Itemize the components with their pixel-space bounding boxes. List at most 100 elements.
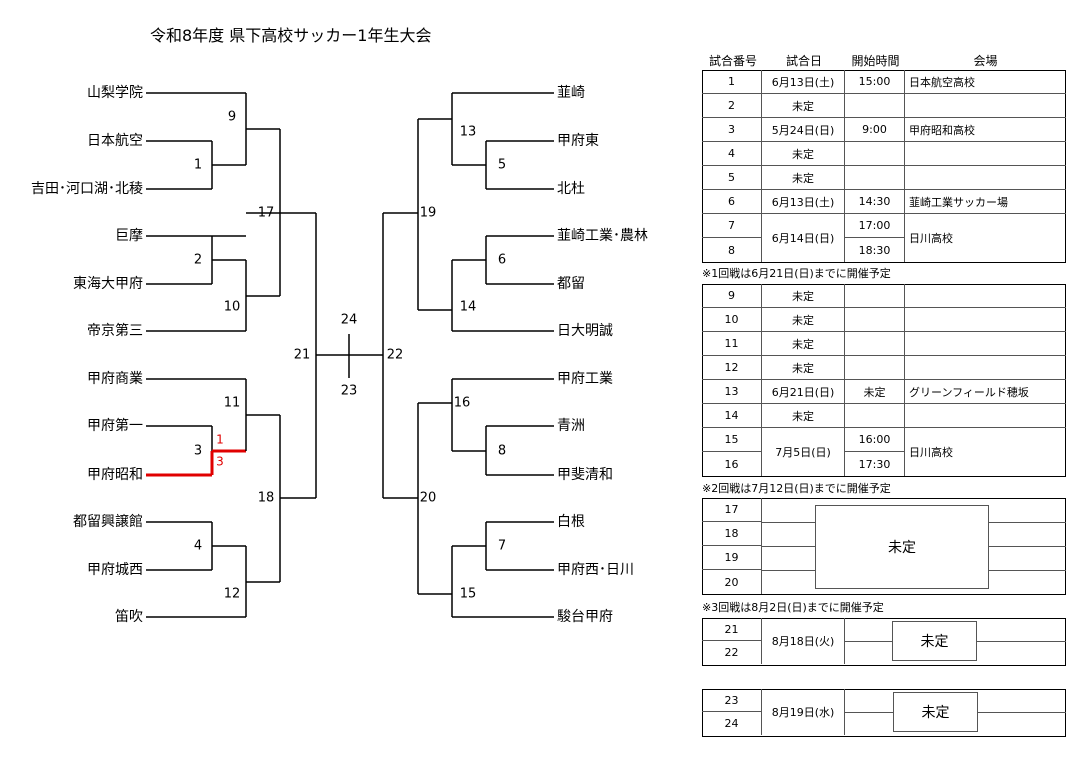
match-number: 5 [498, 158, 506, 173]
match-number: 21 [294, 348, 311, 363]
match-no-cell: 5 [702, 166, 762, 190]
match-no-cell: 19 [702, 546, 762, 570]
page-title: 令和8年度 県下高校サッカー1年生大会 [150, 26, 432, 45]
venue-cell: 甲府昭和高校 [905, 118, 1066, 142]
time-cell: 18:30 [845, 238, 905, 262]
date-cell: 未定 [762, 284, 845, 308]
team-name-right: 韮崎 [557, 85, 585, 101]
match-no-cell: 24 [702, 712, 762, 735]
match-number: 14 [460, 300, 477, 315]
match-number: 1 [194, 158, 202, 173]
schedule-header: 開始時間 [851, 54, 900, 68]
team-name-right: 都留 [557, 276, 585, 292]
time-cell: 17:00 [845, 214, 905, 238]
match-number: 18 [258, 491, 275, 506]
team-name-left: 山梨学院 [87, 85, 143, 101]
match-no-cell: 9 [702, 284, 762, 308]
match-no-cell: 11 [702, 332, 762, 356]
round2-note: ※2回戦は7月12日(日)までに開催予定 [702, 482, 891, 495]
match-no-cell: 4 [702, 142, 762, 166]
venue-cell [905, 308, 1066, 332]
schedule-block [702, 70, 1066, 263]
team-name-left: 甲府城西 [87, 562, 143, 578]
time-cell: 未定 [845, 380, 905, 404]
match-number: 15 [460, 587, 477, 602]
team-name-right: 甲府工業 [557, 371, 613, 387]
match-number: 10 [224, 300, 241, 315]
time-cell: 14:30 [845, 190, 905, 214]
match-number: 2 [194, 253, 202, 268]
team-name-right: 青洲 [557, 418, 585, 434]
match-no-cell: 3 [702, 118, 762, 142]
team-name-left: 笛吹 [115, 609, 143, 625]
team-name-right: 甲府西･日川 [557, 562, 634, 578]
time-cell [845, 284, 905, 308]
venue-cell [905, 356, 1066, 380]
match-no-cell: 12 [702, 356, 762, 380]
match-number: 6 [498, 253, 506, 268]
team-name-right: 白根 [557, 514, 585, 530]
round1-note: ※1回戦は6月21日(日)までに開催予定 [702, 267, 891, 280]
venue-cell [905, 94, 1066, 118]
venue-cell [905, 142, 1066, 166]
match-number: 12 [224, 587, 241, 602]
date-cell: 未定 [762, 308, 845, 332]
match-no-cell: 21 [702, 618, 762, 641]
venue-cell [905, 284, 1066, 308]
date-cell: 未定 [762, 166, 845, 190]
match-no-cell: 22 [702, 641, 762, 664]
tbd-box: 未定 [893, 692, 978, 732]
match-number: 20 [420, 491, 437, 506]
date-cell: 未定 [762, 94, 845, 118]
venue-cell [905, 332, 1066, 356]
match-no-cell: 14 [702, 404, 762, 428]
date-cell: 5月24日(日) [762, 118, 845, 142]
team-name-left: 日本航空 [87, 133, 143, 149]
match-no-cell: 17 [702, 498, 762, 522]
time-cell [845, 332, 905, 356]
match-number: 22 [387, 348, 404, 363]
team-name-left: 甲府商業 [87, 371, 143, 387]
team-name-right: 甲斐清和 [557, 467, 613, 483]
tbd-box: 未定 [815, 505, 989, 589]
date-cell: 8月18日(火) [762, 618, 845, 664]
match-number: 4 [194, 539, 202, 554]
venue-cell: 韮崎工業サッカー場 [905, 190, 1066, 214]
schedule-block [702, 618, 1066, 666]
team-name-left: 巨摩 [115, 227, 143, 244]
match-number: 23 [341, 384, 358, 399]
match-number: 24 [341, 313, 358, 328]
venue-cell: 日川高校 [909, 232, 953, 245]
match-number: 19 [420, 206, 437, 221]
score-top: 1 [216, 433, 224, 447]
match-number: 7 [498, 539, 506, 554]
match-number: 9 [228, 110, 236, 125]
team-name-left: 東海大甲府 [73, 276, 143, 292]
date-cell: 未定 [762, 404, 845, 428]
tbd-box: 未定 [892, 621, 977, 661]
team-name-left: 甲府第一 [87, 417, 143, 434]
match-number: 11 [224, 396, 241, 411]
match-no-cell: 13 [702, 380, 762, 404]
schedule-block [702, 284, 1066, 477]
match-number: 16 [454, 396, 471, 411]
time-cell: 17:30 [845, 452, 905, 476]
venue-cell: 日本航空高校 [905, 70, 1066, 94]
time-cell [845, 404, 905, 428]
match-number: 17 [258, 206, 275, 221]
round3-note: ※3回戦は8月2日(日)までに開催予定 [702, 601, 884, 614]
schedule-header: 試合日 [785, 54, 822, 68]
date-cell: 未定 [762, 332, 845, 356]
date-cell: 6月13日(土) [762, 190, 845, 214]
team-name-right: 日大明誠 [557, 323, 613, 339]
date-cell: 7月5日(日) [762, 428, 845, 476]
date-cell: 6月21日(日) [762, 380, 845, 404]
team-name-left: 帝京第三 [87, 322, 143, 339]
schedule-header: 会場 [973, 54, 998, 68]
date-cell: 未定 [762, 356, 845, 380]
match-no-cell: 10 [702, 308, 762, 332]
match-number: 3 [194, 444, 202, 459]
time-cell [845, 308, 905, 332]
match-no-cell: 7 [702, 214, 762, 238]
match-no-cell: 16 [702, 452, 762, 476]
